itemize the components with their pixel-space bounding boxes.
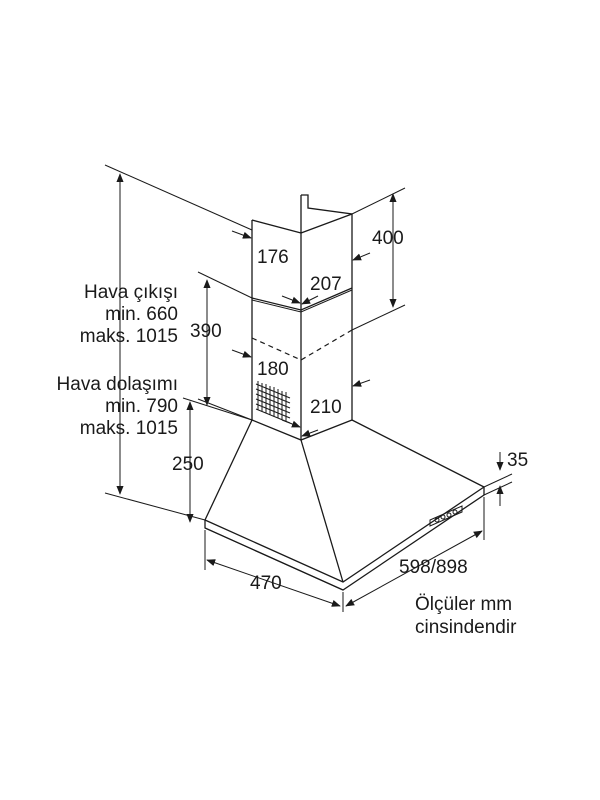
units-note: Ölçüler mm cinsindendir	[415, 594, 517, 638]
vent-grille	[255, 381, 291, 424]
dimension-labels: Hava çıkışı min. 660 maks. 1015 Hava dol…	[57, 228, 529, 594]
dim-400: 400	[372, 228, 404, 249]
units-note-line-2: cinsindendir	[415, 617, 517, 638]
air-outlet-label: Hava çıkışı	[84, 282, 178, 303]
control-panel	[429, 505, 463, 527]
air-recirculation-label: Hava dolaşımı	[57, 374, 178, 395]
air-outlet-max: maks. 1015	[80, 326, 178, 347]
dim-390: 390	[190, 321, 222, 342]
dim-207: 207	[310, 274, 342, 295]
dim-35: 35	[507, 450, 528, 471]
hood-outline	[204, 194, 485, 591]
air-recirculation-min: min. 790	[105, 396, 178, 417]
dim-180: 180	[257, 359, 289, 380]
dimension-lines	[104, 164, 513, 612]
dim-210: 210	[310, 397, 342, 418]
units-note-line-1: Ölçüler mm	[415, 594, 512, 615]
dim-470: 470	[250, 573, 282, 594]
dim-598-898: 598/898	[399, 557, 468, 578]
air-recirculation-max: maks. 1015	[80, 418, 178, 439]
dim-250: 250	[172, 454, 204, 475]
dim-176: 176	[257, 247, 289, 268]
air-outlet-min: min. 660	[105, 304, 178, 325]
